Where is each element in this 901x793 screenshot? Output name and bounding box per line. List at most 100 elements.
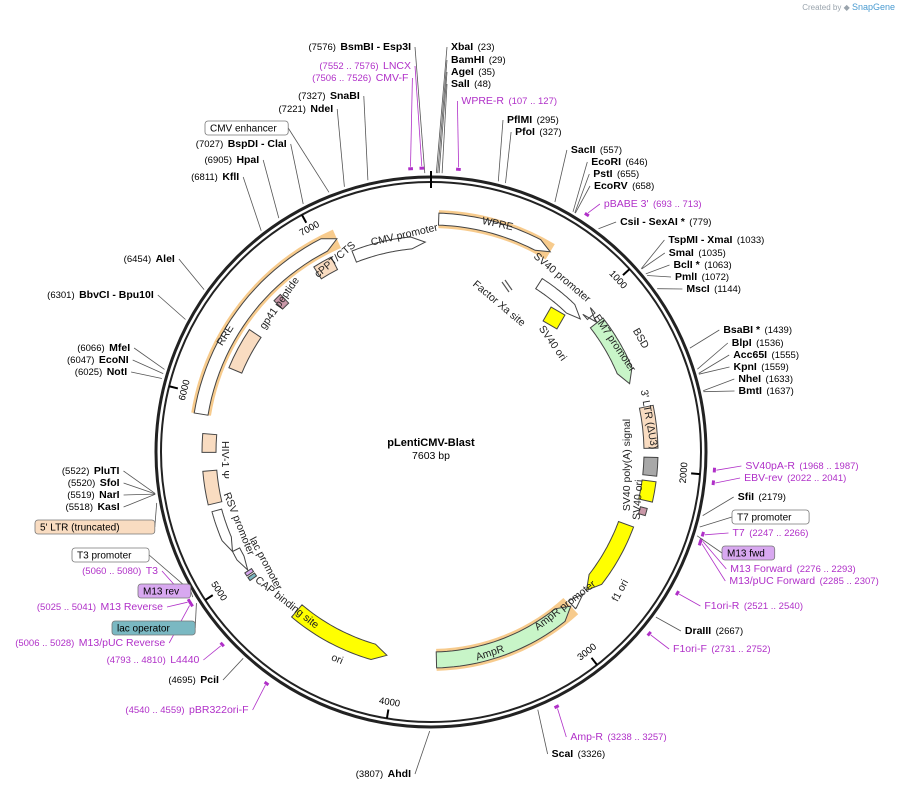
f1-ori-feature <box>585 520 635 591</box>
restriction-site-label[interactable]: PmlI (1072) <box>675 267 729 284</box>
restriction-site-label[interactable]: (6301) BbvCI - Bpu10I <box>47 285 154 302</box>
site-connector <box>640 239 665 269</box>
primer-label[interactable]: SV40pA-R (1968 .. 1987) <box>745 456 858 473</box>
restriction-site-label[interactable]: BmtI (1637) <box>739 381 794 398</box>
site-name: CsiI - SexAI * <box>620 216 686 228</box>
site-connector <box>132 359 164 374</box>
primer-label[interactable]: (5060 .. 5080) T3 <box>82 561 158 578</box>
restriction-site-label[interactable]: (6454) AleI <box>124 249 175 266</box>
boxed-label-connector <box>699 516 733 528</box>
boxed-label-text: T7 promoter <box>737 513 792 524</box>
primer-label[interactable]: (5006 .. 5028) M13/pUC Reverse <box>15 633 165 650</box>
restriction-site-label[interactable]: BclI * (1063) <box>673 255 731 272</box>
restriction-site-label[interactable]: (6025) NotI <box>75 362 127 379</box>
site-position: (5519) <box>67 490 94 501</box>
scale-tick <box>691 472 701 476</box>
primer-label[interactable]: (7506 .. 7526) CMV-F <box>312 68 408 85</box>
primer-label[interactable]: (7552 .. 7576) LNCX <box>319 56 411 73</box>
boxed-label-frame <box>204 120 289 136</box>
restriction-site-label[interactable]: (7221) NdeI <box>279 99 334 116</box>
boxed-feature-label[interactable]: T7 promoter <box>731 509 810 525</box>
restriction-site-label[interactable]: (7327) SnaBI <box>298 86 360 103</box>
restriction-site-label[interactable]: (4695) PciI <box>168 670 219 687</box>
boxed-feature-label[interactable]: M13 fwd <box>721 545 776 561</box>
site-name: AleI <box>156 253 175 265</box>
plasmid-length: 7603 bp <box>412 450 450 462</box>
site-name: PfoI <box>515 126 535 138</box>
plasmid-backbone <box>154 171 708 729</box>
primer-label[interactable]: F1ori-R (2521 .. 2540) <box>704 596 803 613</box>
restriction-site-label[interactable]: XbaI (23) <box>451 37 495 54</box>
boxed-feature-label[interactable]: CMV enhancer <box>204 120 289 136</box>
restriction-site-label[interactable]: PstI (655) <box>593 164 639 181</box>
restriction-site-label[interactable]: MscI (1144) <box>686 279 741 296</box>
primer-label[interactable]: WPRE-R (107 .. 127) <box>461 91 557 108</box>
wpre-feature <box>437 210 555 260</box>
site-position: (1633) <box>766 374 793 385</box>
restriction-site-label[interactable]: NheI (1633) <box>738 369 793 386</box>
primer-label[interactable]: F1ori-F (2731 .. 2752) <box>673 639 770 656</box>
boxed-label-frame <box>137 583 192 599</box>
restriction-site-label[interactable]: ScaI (3326) <box>552 744 606 761</box>
primer-label[interactable]: pBABE 3' (693 .. 713) <box>604 194 702 211</box>
restriction-site-label[interactable]: DraIII (2667) <box>685 621 743 638</box>
restriction-site-label[interactable]: SfiI (2179) <box>738 487 786 504</box>
snapgene-logo-icon: ◆ <box>843 3 850 12</box>
site-position: (6454) <box>124 254 151 265</box>
site-position: (779) <box>689 217 711 228</box>
restriction-site-label[interactable]: (5518) KasI <box>66 497 120 514</box>
site-connector <box>123 493 156 496</box>
ltr3-feature <box>638 404 659 449</box>
site-connector <box>157 294 186 320</box>
restriction-site-label[interactable]: Acc65I (1555) <box>733 345 799 362</box>
primer-label[interactable]: M13 Forward (2276 .. 2293) <box>730 559 855 576</box>
primer-connector <box>414 65 423 167</box>
boxed-feature-label[interactable]: 5' LTR (truncated) <box>34 519 156 535</box>
site-position: (1536) <box>756 338 783 349</box>
site-position: (1555) <box>772 350 799 361</box>
factor-xa-site-feature <box>501 279 513 293</box>
boxed-feature-label[interactable]: lac operator <box>111 620 196 636</box>
restriction-site-label[interactable]: EcoRI (646) <box>591 152 647 169</box>
primer-label[interactable]: Amp-R (3238 .. 3257) <box>570 727 666 744</box>
primer-label[interactable]: T7 (2247 .. 2266) <box>733 523 809 540</box>
primer-label[interactable]: (4540 .. 4559) pBR322ori-F <box>125 700 248 717</box>
restriction-site-label[interactable]: (7576) BsmBI - Esp3I <box>308 37 411 54</box>
site-position: (7027) <box>196 139 223 150</box>
restriction-site-label[interactable]: (3807) AhdI <box>356 764 411 781</box>
small-marker-feature <box>637 506 648 517</box>
sv40-ori-right-feature <box>638 479 657 503</box>
restriction-site-label[interactable]: (6066) MfeI <box>77 338 130 355</box>
restriction-site-label[interactable]: (7027) BspDI - ClaI <box>196 134 287 151</box>
restriction-site-label[interactable]: (5522) PluTI <box>62 461 120 478</box>
restriction-site-label[interactable]: (6047) EcoNI <box>67 350 129 367</box>
primer-position: (2276 .. 2293) <box>797 564 856 575</box>
restriction-site-label[interactable]: BsaBI * (1439) <box>723 320 792 337</box>
restriction-site-label[interactable]: (5520) SfoI <box>68 473 120 490</box>
restriction-site-label[interactable]: (6811) KflI <box>191 167 239 184</box>
boxed-feature-label[interactable]: T3 promoter <box>71 547 150 563</box>
restriction-site-label[interactable]: TspMI - XmaI (1033) <box>668 230 764 247</box>
restriction-site-label[interactable]: EcoRV (658) <box>594 176 654 193</box>
restriction-site-label[interactable]: BlpI (1536) <box>732 333 784 350</box>
restriction-site-label[interactable]: SalI (48) <box>451 74 491 91</box>
primer-label[interactable]: (4793 .. 4810) L4440 <box>107 650 200 667</box>
sv40-promoter-feature-body <box>535 277 582 320</box>
site-position: (2667) <box>716 626 743 637</box>
bsd-feature-body <box>589 317 633 385</box>
restriction-site-label[interactable]: (6905) HpaI <box>205 150 260 167</box>
restriction-site-label[interactable]: (5519) NarI <box>67 485 119 502</box>
restriction-site-label[interactable]: BamHI (29) <box>451 50 506 67</box>
restriction-site-label[interactable]: AgeI (35) <box>451 62 495 79</box>
restriction-site-label[interactable]: PflMI (295) <box>507 110 559 127</box>
restriction-site-label[interactable]: KpnI (1559) <box>734 357 789 374</box>
restriction-site-label[interactable]: PfoI (327) <box>515 122 561 139</box>
restriction-site-label[interactable]: SmaI (1035) <box>669 243 726 260</box>
boxed-feature-label[interactable]: M13 rev <box>137 583 192 599</box>
primer-label[interactable]: (5025 .. 5041) M13 Reverse <box>37 597 163 614</box>
primer-label[interactable]: EBV-rev (2022 .. 2041) <box>744 468 846 485</box>
restriction-site-label[interactable]: CsiI - SexAI * (779) <box>620 212 711 229</box>
primer-label[interactable]: M13/pUC Forward (2285 .. 2307) <box>729 571 878 588</box>
restriction-site-label[interactable]: SacII (557) <box>571 140 622 157</box>
site-position: (7221) <box>279 104 306 115</box>
